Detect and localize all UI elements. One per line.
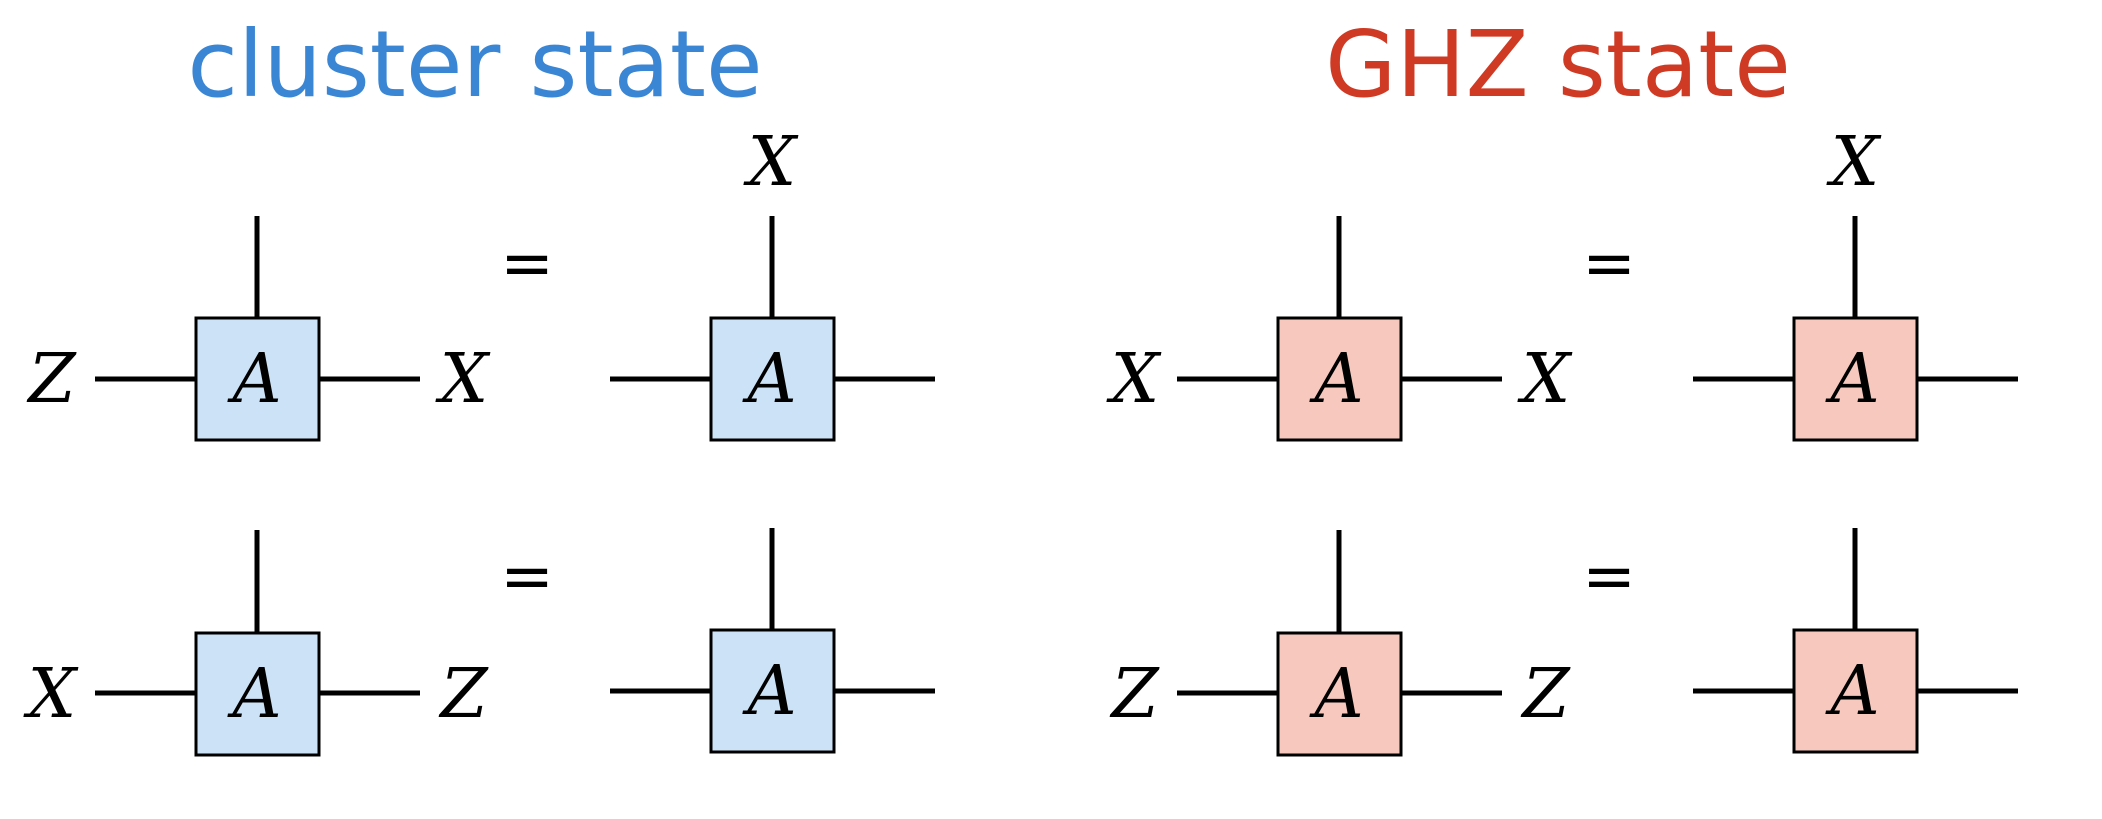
tensor-a-box [194, 316, 321, 442]
tensor-a-box [1792, 628, 1919, 754]
right-operator-z: Z [1520, 655, 1571, 734]
tensor-a-label: A [1308, 655, 1363, 734]
right-operator-z: Z [438, 655, 489, 734]
cluster-row1-lhs: A Z X [26, 216, 491, 442]
cluster-row2-rhs: A [610, 528, 935, 754]
tensor-a-label: A [741, 340, 796, 419]
ghz-panel: GHZ state A X X = A X A Z [1106, 11, 2018, 757]
cluster-panel: cluster state A Z X = A X A [23, 11, 935, 757]
ghz-row1-rhs: A X [1693, 123, 2018, 442]
cluster-row1-rhs: A X [610, 123, 935, 442]
tensor-a-box [1276, 631, 1403, 757]
left-operator-x: X [1106, 340, 1162, 419]
tensor-a-label: A [1824, 652, 1879, 731]
cluster-title: cluster state [187, 11, 762, 118]
ghz-title: GHZ state [1325, 11, 1791, 118]
equals-sign: = [1582, 540, 1636, 614]
tensor-a-label: A [1824, 340, 1879, 419]
tensor-a-label: A [741, 652, 796, 731]
cluster-row2-lhs: A X Z [23, 530, 489, 757]
ghz-row2-lhs: A Z Z [1109, 530, 1571, 757]
equals-sign: = [1582, 227, 1636, 301]
tensor-a-box [1792, 316, 1919, 442]
ghz-row2-rhs: A [1693, 528, 2018, 754]
tensor-a-label: A [226, 655, 281, 734]
tensor-a-label: A [1308, 340, 1363, 419]
left-operator-z: Z [1109, 655, 1160, 734]
left-operator-x: X [23, 655, 79, 734]
tensor-a-box [709, 316, 836, 442]
tensor-a-label: A [226, 340, 281, 419]
tensor-a-box [194, 631, 321, 757]
equals-sign: = [500, 540, 554, 614]
tensor-a-box [1276, 316, 1403, 442]
top-operator-x: X [1826, 123, 1882, 202]
ghz-row1-lhs: A X X [1106, 216, 1573, 442]
left-operator-z: Z [26, 340, 77, 419]
right-operator-x: X [435, 340, 491, 419]
equals-sign: = [500, 227, 554, 301]
top-operator-x: X [743, 123, 799, 202]
right-operator-x: X [1517, 340, 1573, 419]
tensor-a-box [709, 628, 836, 754]
